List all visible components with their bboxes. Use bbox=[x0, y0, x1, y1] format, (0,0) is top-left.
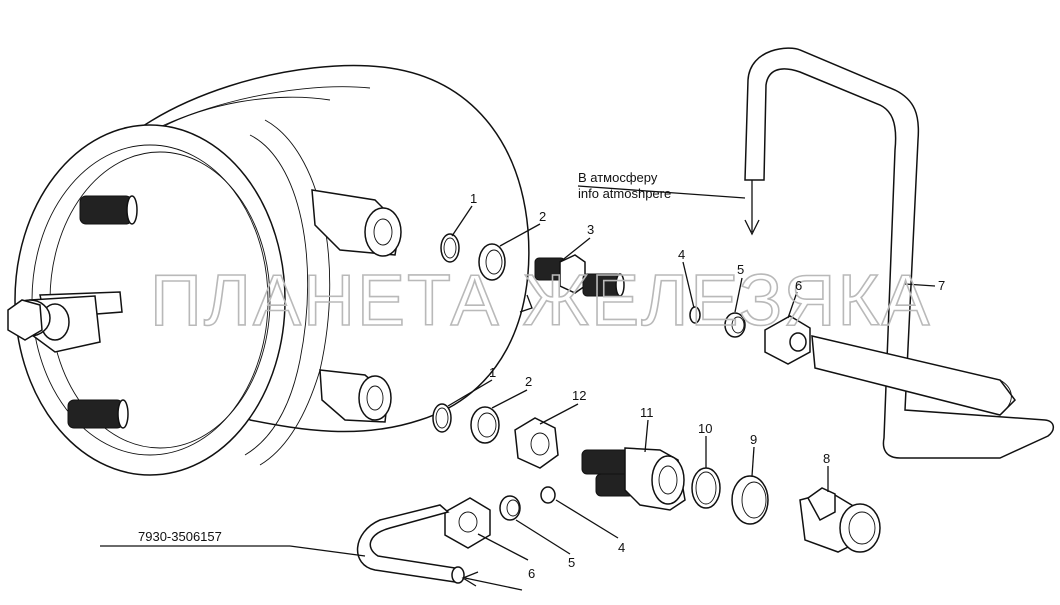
callout-6-lower: 6 bbox=[528, 566, 535, 581]
callout-5-upper: 5 bbox=[737, 262, 744, 277]
washer-2-upper bbox=[478, 243, 506, 281]
callout-7: 7 bbox=[938, 278, 945, 293]
ring-4-upper bbox=[689, 306, 701, 324]
nipple-3 bbox=[534, 254, 625, 297]
callout-4-lower: 4 bbox=[618, 540, 625, 555]
callout-1-lower: 1 bbox=[489, 365, 496, 380]
callout-2-upper: 2 bbox=[539, 209, 546, 224]
callout-6-upper: 6 bbox=[795, 278, 802, 293]
seal-5-upper bbox=[724, 312, 746, 338]
seal-5-lower bbox=[499, 495, 521, 521]
part-number-label: 7930-3506157 bbox=[138, 529, 222, 544]
tee-fitting-11 bbox=[581, 447, 686, 511]
washer-2-lower bbox=[470, 406, 500, 444]
callout-12: 12 bbox=[572, 388, 586, 403]
callout-9: 9 bbox=[750, 432, 757, 447]
callout-5-lower: 5 bbox=[568, 555, 575, 570]
ring-10 bbox=[691, 467, 721, 509]
clevis-fork bbox=[7, 291, 123, 353]
callout-3: 3 bbox=[587, 222, 594, 237]
callout-2-lower: 2 bbox=[525, 374, 532, 389]
ring-4-lower bbox=[540, 486, 556, 504]
upper-stud bbox=[79, 195, 138, 225]
chamber-upper-port bbox=[311, 189, 402, 257]
vent-tube-7 bbox=[744, 47, 1054, 459]
nut-6-lower bbox=[444, 497, 491, 549]
atmosphere-note-ru: В атмосферу bbox=[578, 170, 658, 185]
callout-1-upper: 1 bbox=[470, 191, 477, 206]
callout-11: 11 bbox=[640, 405, 654, 420]
ring-1-lower bbox=[432, 403, 452, 433]
atmosphere-note-en: info atmoshpere bbox=[578, 186, 671, 201]
chamber-lower-port bbox=[319, 369, 392, 423]
nut-6-upper bbox=[764, 315, 811, 365]
nut-12 bbox=[514, 417, 559, 469]
callout-4-upper: 4 bbox=[678, 247, 685, 262]
bent-pipe-lower bbox=[356, 504, 465, 584]
leader-lines bbox=[100, 180, 936, 591]
watermark-text: ПЛАНЕТА ЖЕЛЕЗЯКА bbox=[150, 261, 932, 341]
union-8 bbox=[799, 487, 881, 553]
callout-10: 10 bbox=[698, 421, 712, 436]
lower-stud bbox=[67, 399, 129, 429]
ring-1-upper bbox=[440, 233, 460, 263]
callout-8: 8 bbox=[823, 451, 830, 466]
washer-9 bbox=[731, 475, 769, 525]
